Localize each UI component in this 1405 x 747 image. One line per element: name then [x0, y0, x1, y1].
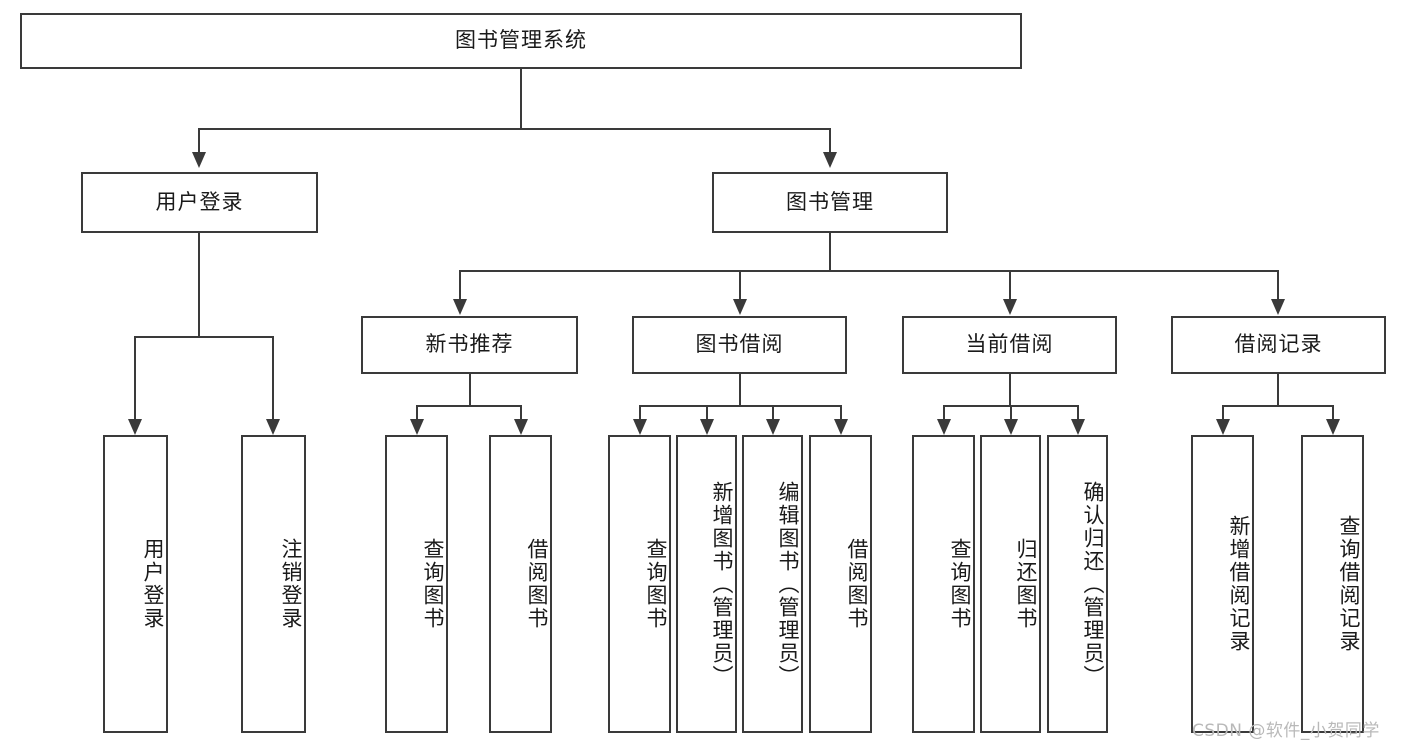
arrow-bus-to-new-book: [453, 299, 467, 315]
connector-new-book-to-query: [416, 405, 418, 419]
connector-book-manage-bus: [459, 270, 1279, 272]
leaf-newbook-borrow-book-label: 借阅图书: [525, 538, 549, 630]
leaf-currentborrow-query-book[interactable]: 查询图书: [912, 435, 975, 733]
leaf-currentborrow-confirm-return-label: 确认归还（管理员）: [1081, 480, 1105, 688]
arrow-currentborrow-to-confirm: [1071, 419, 1085, 435]
node-current-borrow[interactable]: 当前借阅: [902, 316, 1117, 374]
node-user-login[interactable]: 用户登录: [81, 172, 318, 233]
connector-user-login-bus: [134, 336, 274, 338]
arrow-bus-to-book-borrow: [733, 299, 747, 315]
node-book-borrow-label: 图书借阅: [695, 332, 784, 357]
arrow-user-login-to-logout: [266, 419, 280, 435]
connector-root-bus: [199, 128, 831, 130]
arrow-bus-to-current-borrow: [1003, 299, 1017, 315]
connector-user-login-stem: [198, 233, 200, 336]
connector-currentborrow-to-return: [1010, 405, 1012, 419]
csdn-watermark: CSDN @软件_小贺同学: [1192, 721, 1380, 741]
arrow-bookborrow-to-borrow: [834, 419, 848, 435]
node-new-book-recommend-label: 新书推荐: [425, 332, 514, 357]
connector-borrow-records-bus: [1222, 405, 1334, 407]
connector-bookborrow-to-query: [639, 405, 641, 419]
leaf-newbook-query-book-label: 查询图书: [421, 538, 445, 630]
node-book-management[interactable]: 图书管理: [712, 172, 948, 233]
arrow-currentborrow-to-query: [937, 419, 951, 435]
leaf-bookborrow-add-book[interactable]: 新增图书（管理员）: [676, 435, 737, 733]
node-new-book-recommend[interactable]: 新书推荐: [361, 316, 578, 374]
connector-borrowrecords-to-add: [1222, 405, 1224, 419]
connector-borrowrecords-to-query: [1332, 405, 1334, 419]
arrow-borrowrecords-to-query: [1326, 419, 1340, 435]
connector-currentborrow-to-query: [943, 405, 945, 419]
leaf-borrowrecords-query-record[interactable]: 查询借阅记录: [1301, 435, 1364, 733]
leaf-bookborrow-add-book-label: 新增图书（管理员）: [710, 480, 734, 688]
leaf-newbook-query-book[interactable]: 查询图书: [385, 435, 448, 733]
connector-new-book-to-borrow: [520, 405, 522, 419]
leaf-borrowrecords-add-record-label: 新增借阅记录: [1227, 515, 1251, 653]
connector-book-manage-stem: [829, 233, 831, 270]
node-root-system[interactable]: 图书管理系统: [20, 13, 1022, 69]
leaf-currentborrow-return-book[interactable]: 归还图书: [980, 435, 1041, 733]
connector-bus-to-new-book: [459, 270, 461, 299]
arrow-root-to-user-login: [192, 152, 206, 168]
node-current-borrow-label: 当前借阅: [965, 332, 1054, 357]
leaf-user-login-label: 用户登录: [141, 538, 165, 630]
connector-root-stem: [520, 69, 522, 128]
arrow-new-book-to-query: [410, 419, 424, 435]
connector-root-to-book-manage: [829, 128, 831, 152]
connector-book-borrow-stem: [739, 374, 741, 405]
arrow-currentborrow-to-return: [1004, 419, 1018, 435]
leaf-currentborrow-query-book-label: 查询图书: [948, 538, 972, 630]
connector-bookborrow-to-add: [706, 405, 708, 419]
arrow-bus-to-borrow-records: [1271, 299, 1285, 315]
leaf-currentborrow-return-book-label: 归还图书: [1014, 538, 1038, 630]
arrow-bookborrow-to-query: [633, 419, 647, 435]
leaf-newbook-borrow-book[interactable]: 借阅图书: [489, 435, 552, 733]
arrow-root-to-book-manage: [823, 152, 837, 168]
connector-book-borrow-bus: [639, 405, 842, 407]
connector-bus-to-current-borrow: [1009, 270, 1011, 299]
leaf-bookborrow-borrow-book[interactable]: 借阅图书: [809, 435, 872, 733]
arrow-bookborrow-to-edit: [766, 419, 780, 435]
leaf-bookborrow-borrow-book-label: 借阅图书: [845, 538, 869, 630]
connector-bus-to-book-borrow: [739, 270, 741, 299]
connector-user-login-to-login: [134, 336, 136, 419]
leaf-bookborrow-query-book[interactable]: 查询图书: [608, 435, 671, 733]
connector-bus-to-borrow-records: [1277, 270, 1279, 299]
connector-bookborrow-to-borrow: [840, 405, 842, 419]
node-root-system-label: 图书管理系统: [455, 28, 587, 53]
arrow-new-book-to-borrow: [514, 419, 528, 435]
connector-borrow-records-stem: [1277, 374, 1279, 405]
leaf-borrowrecords-query-record-label: 查询借阅记录: [1337, 515, 1361, 653]
arrow-user-login-to-login: [128, 419, 142, 435]
connector-root-to-user-login: [198, 128, 200, 152]
leaf-bookborrow-edit-book[interactable]: 编辑图书（管理员）: [742, 435, 803, 733]
connector-currentborrow-to-confirm: [1077, 405, 1079, 419]
connector-user-login-to-logout: [272, 336, 274, 419]
leaf-user-logout[interactable]: 注销登录: [241, 435, 306, 733]
arrow-borrowrecords-to-add: [1216, 419, 1230, 435]
node-user-login-label: 用户登录: [155, 189, 244, 214]
connector-current-borrow-stem: [1009, 374, 1011, 405]
connector-bookborrow-to-edit: [772, 405, 774, 419]
node-borrow-records-label: 借阅记录: [1234, 332, 1323, 357]
leaf-borrowrecords-add-record[interactable]: 新增借阅记录: [1191, 435, 1254, 733]
arrow-bookborrow-to-add: [700, 419, 714, 435]
leaf-currentborrow-confirm-return[interactable]: 确认归还（管理员）: [1047, 435, 1108, 733]
leaf-user-logout-label: 注销登录: [279, 538, 303, 630]
leaf-bookborrow-query-book-label: 查询图书: [644, 538, 668, 630]
node-book-borrow[interactable]: 图书借阅: [632, 316, 847, 374]
connector-new-book-stem: [469, 374, 471, 405]
node-borrow-records[interactable]: 借阅记录: [1171, 316, 1386, 374]
leaf-bookborrow-edit-book-label: 编辑图书（管理员）: [776, 480, 800, 688]
connector-new-book-bus: [416, 405, 522, 407]
leaf-user-login[interactable]: 用户登录: [103, 435, 168, 733]
node-book-management-label: 图书管理: [786, 189, 874, 214]
